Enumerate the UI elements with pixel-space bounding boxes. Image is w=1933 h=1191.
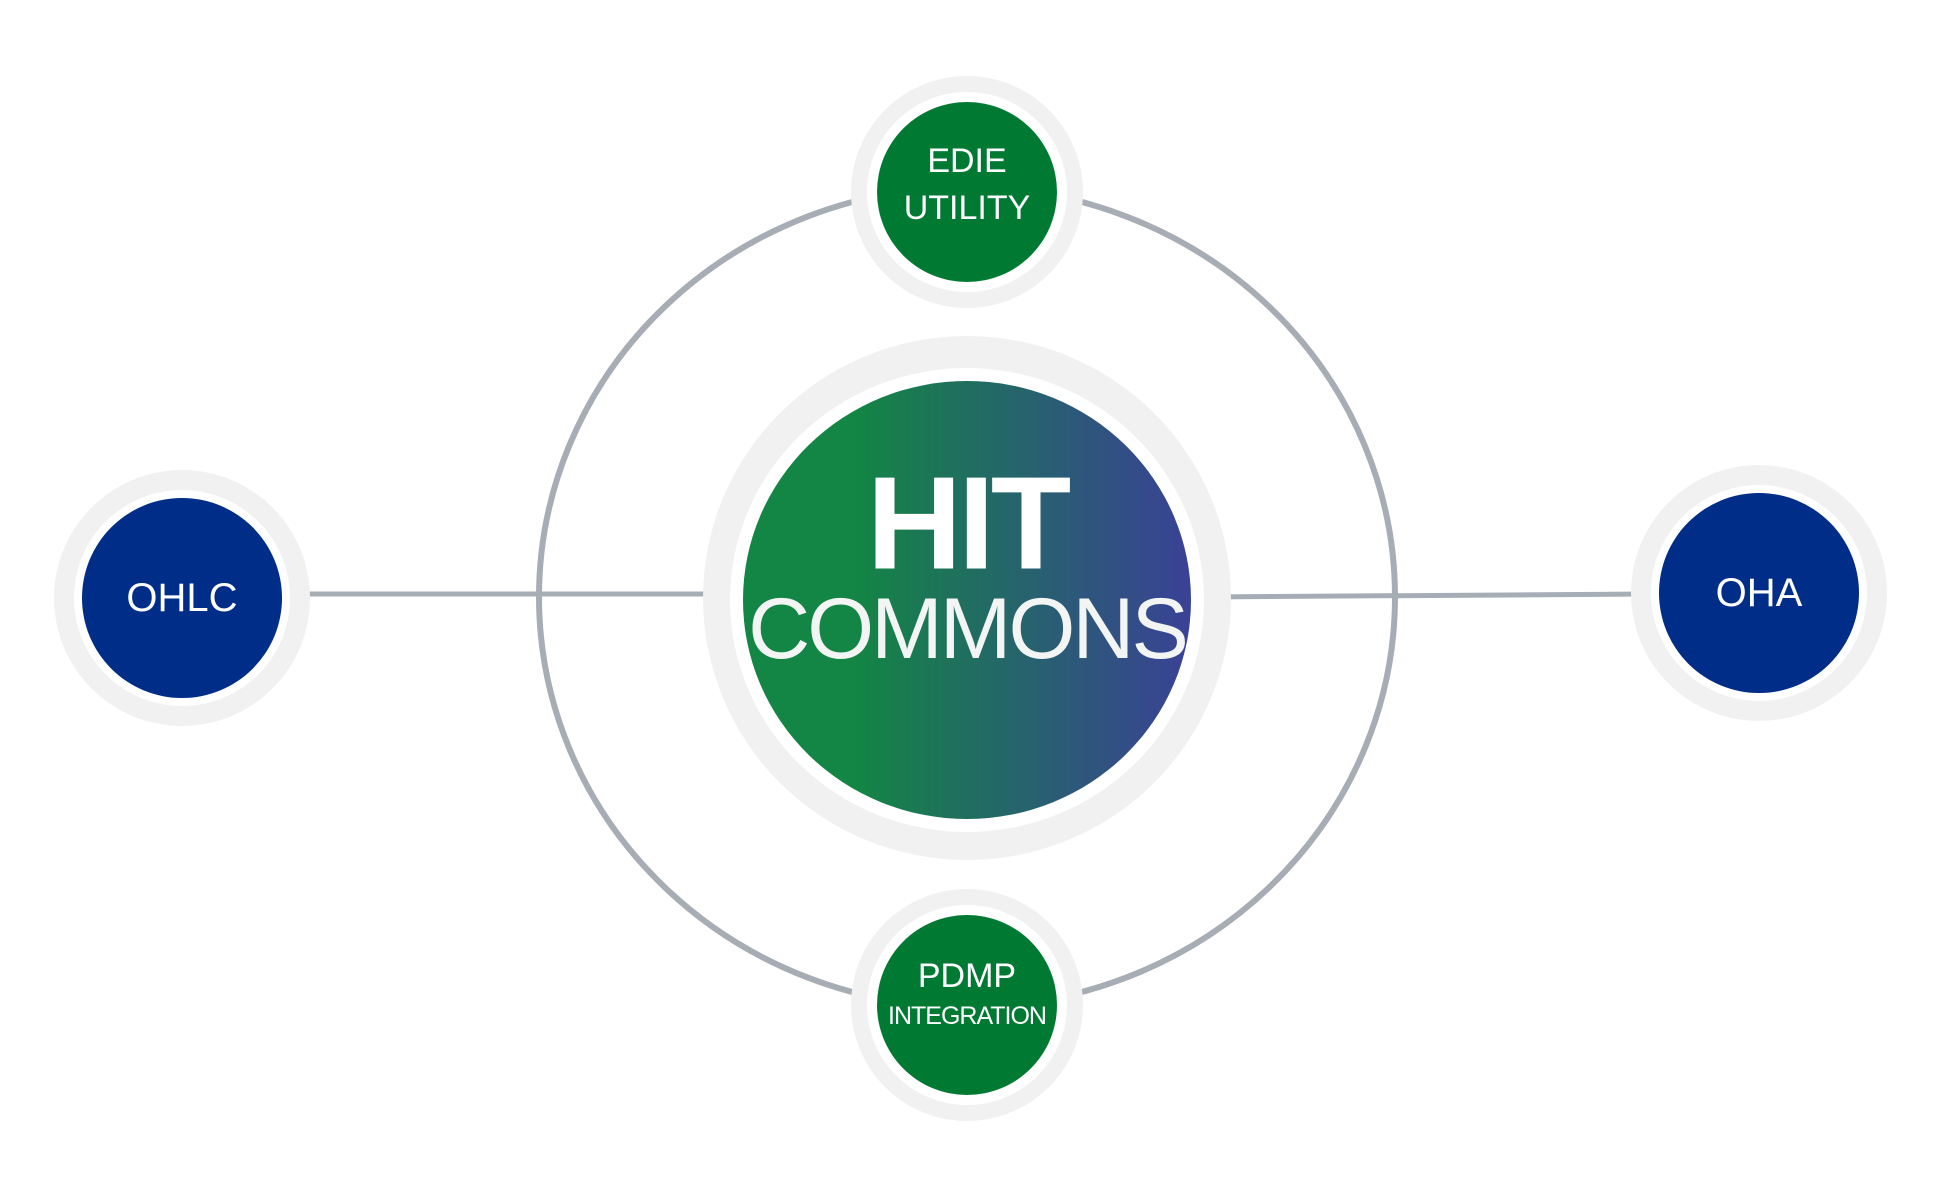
center-title-line2: COMMONS (748, 581, 1186, 677)
node-oha[interactable]: OHA (1631, 465, 1887, 721)
integration-label: INTEGRATION (888, 1002, 1046, 1030)
connector-right (1202, 591, 1648, 600)
node-ohlc[interactable]: OHLC (54, 470, 310, 726)
node-pdmp-integration[interactable]: PDMP INTEGRATION (851, 889, 1083, 1121)
center-node-hit-commons[interactable]: HIT COMMONS (703, 336, 1231, 860)
ohlc-label: OHLC (126, 576, 237, 620)
node-edie-utility[interactable]: EDIE UTILITY (851, 76, 1083, 308)
edie-label: EDIE (927, 142, 1006, 180)
utility-label: UTILITY (904, 189, 1031, 227)
pdmp-label: PDMP (918, 957, 1016, 995)
oha-label: OHA (1716, 571, 1803, 615)
center-title-line1: HIT (867, 450, 1071, 597)
